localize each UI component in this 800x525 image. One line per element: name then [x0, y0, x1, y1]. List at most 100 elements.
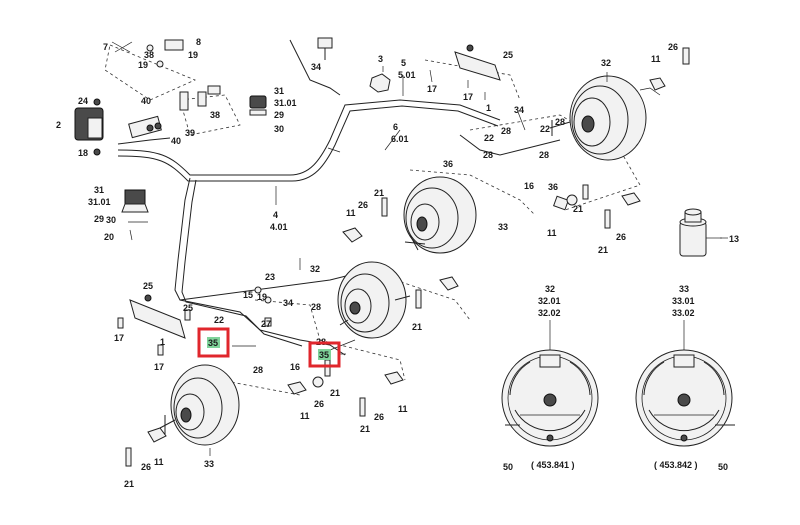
callout-22: 22: [540, 124, 550, 134]
callout-17: 17: [154, 362, 164, 372]
callout-26: 26: [668, 42, 678, 52]
callout-28: 28: [253, 365, 263, 375]
callout-32: 32: [310, 264, 320, 274]
brake-right-label-b: 33.01: [672, 296, 695, 306]
lower-hardware: [117, 184, 641, 417]
callout-16: 16: [524, 181, 534, 191]
brake-assembly-right: [635, 320, 735, 447]
callout-26: 26: [374, 412, 384, 422]
callout-31: 31: [274, 86, 284, 96]
callout-30: 30: [274, 124, 284, 134]
callout-29: 29: [94, 214, 104, 224]
callout-21: 21: [573, 204, 583, 214]
callout-21: 21: [124, 479, 134, 489]
brake-left-label-b: 32.01: [538, 296, 561, 306]
callout-26: 26: [358, 200, 368, 210]
callout-23: 23: [265, 272, 275, 282]
callout-24: 24: [78, 96, 88, 106]
top-left-parts: [74, 39, 267, 241]
callout-6-01: 6.01: [391, 134, 409, 144]
callout-7: 7: [103, 42, 108, 52]
brake-left-pin: 50: [503, 462, 513, 472]
callout-33: 33: [498, 222, 508, 232]
callout-2: 2: [56, 120, 61, 130]
callout-35-highlighted[interactable]: 35: [319, 350, 329, 360]
callout-21: 21: [412, 322, 422, 332]
callout-28: 28: [539, 150, 549, 160]
callout-32: 32: [601, 58, 611, 68]
callout-15: 15: [243, 290, 253, 300]
callout-5-01: 5.01: [398, 70, 416, 80]
callout-3: 3: [378, 54, 383, 64]
callout-21: 21: [598, 245, 608, 255]
callout-39: 39: [185, 128, 195, 138]
callout-35-highlighted[interactable]: 35: [208, 338, 218, 348]
callout-5: 5: [401, 58, 406, 68]
callout-34: 34: [514, 105, 524, 115]
callout-18: 18: [78, 148, 88, 158]
callout-36: 36: [548, 182, 558, 192]
brake-left-label-c: 32.02: [538, 308, 561, 318]
callout-8: 8: [196, 37, 201, 47]
callout-labels: 7 38 8 19 19 24 2 18 40 40 39 38 31 31.0…: [56, 37, 739, 489]
callout-29: 29: [274, 110, 284, 120]
callout-6: 6: [393, 122, 398, 132]
callout-22: 22: [214, 315, 224, 325]
callout-21: 21: [330, 388, 340, 398]
brake-assembly-left: [501, 320, 599, 447]
callout-1: 1: [160, 337, 165, 347]
upper-centre-parts: [317, 37, 501, 153]
callout-28: 28: [555, 117, 565, 127]
drum-upper-right: [549, 47, 690, 161]
callout-31: 31: [94, 185, 104, 195]
callout-16: 16: [290, 362, 300, 372]
callout-33: 33: [204, 459, 214, 469]
callout-21: 21: [374, 188, 384, 198]
callout-36: 36: [443, 159, 453, 169]
callout-25: 25: [143, 281, 153, 291]
callout-22: 22: [484, 133, 494, 143]
callout-26: 26: [616, 232, 626, 242]
highlight-tag: [207, 337, 220, 348]
callout-30: 30: [106, 215, 116, 225]
callout-4-01: 4.01: [270, 222, 288, 232]
brake-right-ref: ( 453.842 ): [654, 460, 698, 470]
brake-right-label-a: 33: [679, 284, 689, 294]
cylinder-part: [679, 208, 722, 257]
callout-19: 19: [188, 50, 198, 60]
callout-1: 1: [486, 103, 491, 113]
callout-27: 27: [261, 319, 271, 329]
brake-right-labels: 33 33.01 33.02 ( 453.842 ) 50: [654, 284, 728, 472]
highlighted-callouts: 35 35: [197, 327, 341, 368]
callout-13: 13: [729, 234, 739, 244]
callout-17: 17: [114, 333, 124, 343]
brake-pipes: [117, 39, 561, 356]
callout-28: 28: [483, 150, 493, 160]
highlight-frame: [308, 341, 341, 368]
drum-lower-left: [125, 364, 240, 467]
callout-38: 38: [210, 110, 220, 120]
brake-left-labels: 32 32.01 32.02 ( 453.841 ) 50: [503, 284, 575, 472]
callout-21: 21: [360, 424, 370, 434]
callout-11: 11: [398, 404, 408, 414]
callout-11: 11: [154, 457, 164, 467]
callout-25: 25: [503, 50, 513, 60]
callout-40: 40: [171, 136, 181, 146]
callout-25: 25: [183, 303, 193, 313]
callout-20: 20: [104, 232, 114, 242]
leader-lines: [209, 66, 728, 456]
callout-11: 11: [651, 54, 661, 64]
brake-left-ref: ( 453.841 ): [531, 460, 575, 470]
callout-34: 34: [283, 298, 293, 308]
callout-11: 11: [346, 208, 356, 218]
brake-left-label-a: 32: [545, 284, 555, 294]
callout-17: 17: [427, 84, 437, 94]
highlight-tag: [318, 349, 331, 360]
callout-31-01: 31.01: [274, 98, 297, 108]
callout-28: 28: [311, 302, 321, 312]
callout-26: 26: [314, 399, 324, 409]
callout-17: 17: [463, 92, 473, 102]
callout-31-01: 31.01: [88, 197, 111, 207]
